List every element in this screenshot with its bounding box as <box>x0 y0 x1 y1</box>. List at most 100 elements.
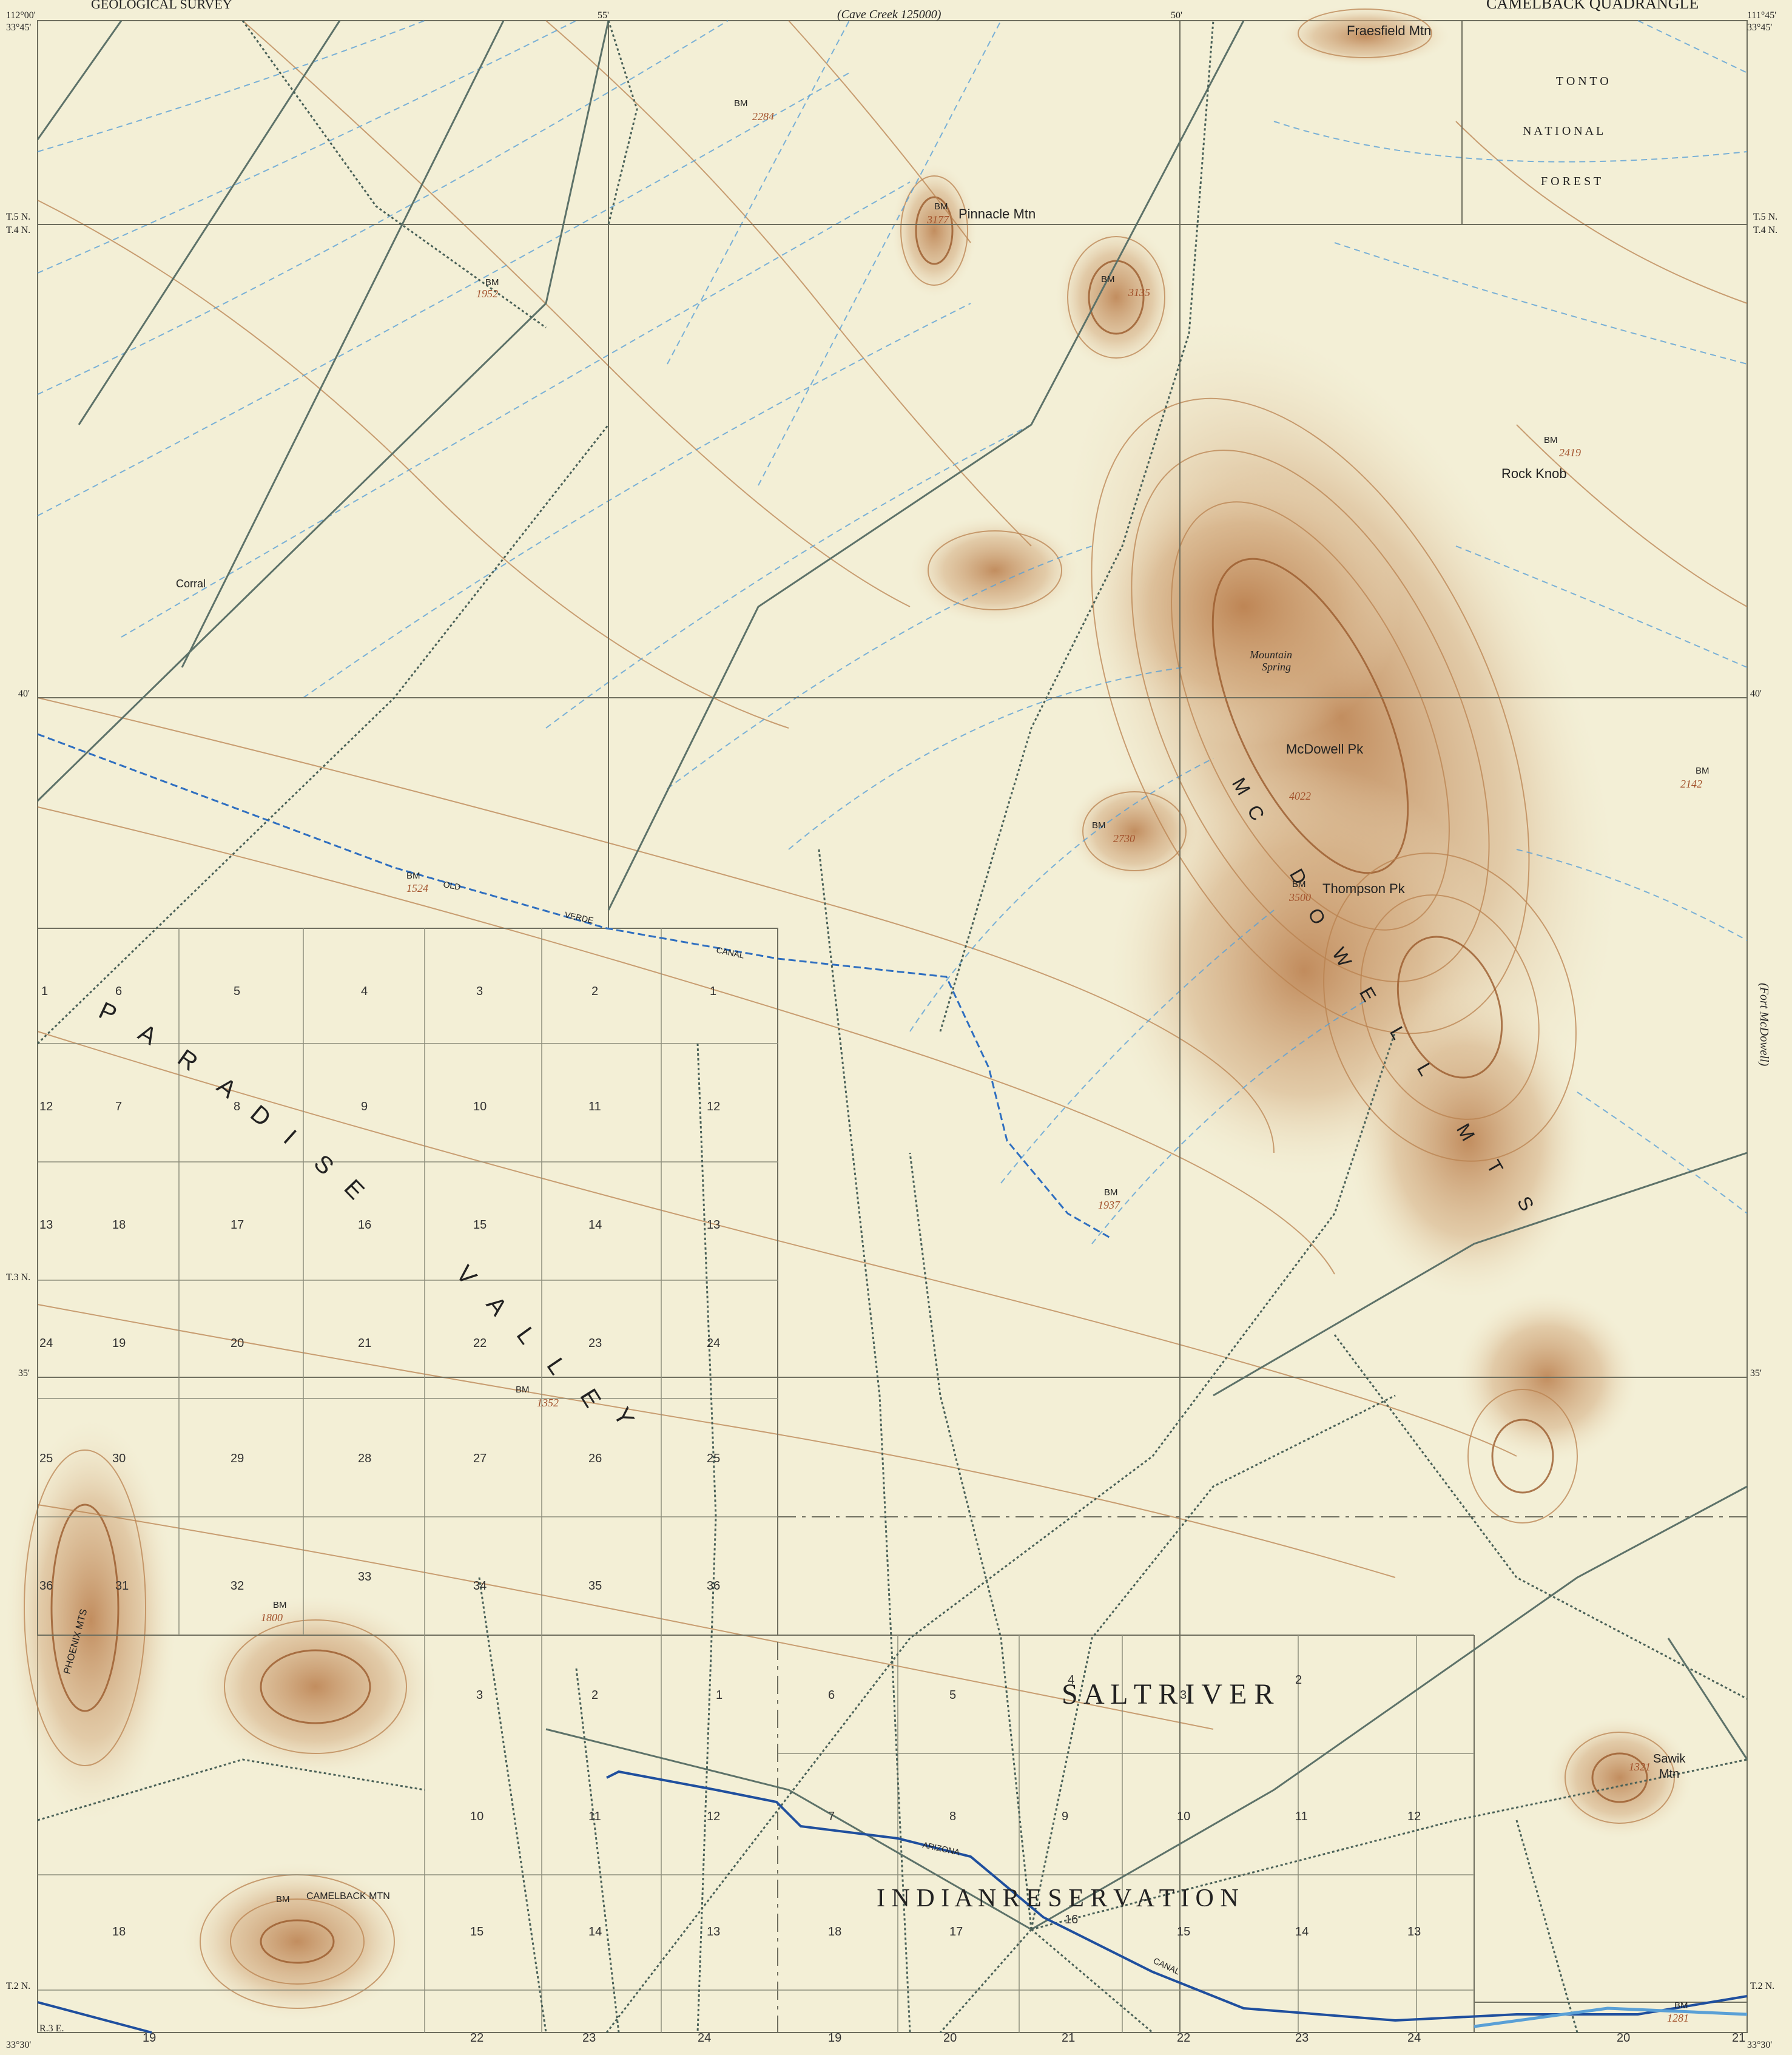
section-number: 33 <box>358 1570 371 1584</box>
benchmark-label: BM <box>1674 2000 1688 2011</box>
old-canal-label: OLD <box>442 879 461 892</box>
benchmark-elevation: 4022 <box>1289 790 1311 802</box>
benchmark-elevation: 1352 <box>537 1397 559 1409</box>
section-number: 20 <box>231 1337 244 1350</box>
section-number: 18 <box>112 1925 126 1939</box>
township-t2n-right: T.2 N. <box>1750 1981 1774 1991</box>
section-number: 36 <box>707 1579 720 1593</box>
section-number: 24 <box>1407 2031 1421 2045</box>
canals <box>37 733 1748 2034</box>
township-t2n-left: T.2 N. <box>6 1981 30 1991</box>
sawik-mtn-label: Mtn <box>1659 1767 1679 1781</box>
benchmark-label: BM <box>516 1385 530 1395</box>
section-number: 20 <box>1617 2031 1630 2045</box>
lon-label-right: 111°45' <box>1747 10 1776 21</box>
benchmark-label: BM <box>406 871 420 881</box>
section-number: 2 <box>1295 1673 1302 1687</box>
benchmark-label: BM <box>1101 274 1115 285</box>
section-number: 9 <box>361 1100 368 1113</box>
section-number: 3 <box>1180 1689 1187 1702</box>
section-number: 10 <box>473 1100 487 1113</box>
section-number: 5 <box>949 1689 956 1702</box>
section-grid <box>38 928 1474 2033</box>
section-number: 11 <box>588 1810 601 1823</box>
rock-knob-label: Rock Knob <box>1501 466 1567 481</box>
section-number: 14 <box>588 1218 602 1232</box>
benchmark-elevation: 1952 <box>476 288 498 300</box>
section-number: 19 <box>143 2031 156 2045</box>
section-number: 13 <box>707 1218 720 1232</box>
section-number: 21 <box>358 1337 371 1350</box>
section-number: 30 <box>112 1452 126 1465</box>
lat-label-bottom-left: 33°30' <box>6 2040 31 2050</box>
thompson-pk-label: Thompson Pk <box>1322 881 1406 896</box>
section-number: 7 <box>115 1100 122 1113</box>
lat-label-35-left: 35' <box>18 1368 30 1378</box>
section-number: 27 <box>473 1452 487 1465</box>
section-number: 16 <box>358 1218 371 1232</box>
section-number: 17 <box>949 1925 963 1939</box>
roads-and-trails <box>36 20 1748 2034</box>
section-number: 16 <box>1065 1913 1078 1926</box>
section-number: 21 <box>1732 2031 1745 2045</box>
section-number: 25 <box>707 1452 720 1465</box>
benchmark-elevation: 2284 <box>752 110 774 123</box>
section-number: 29 <box>231 1452 244 1465</box>
tonto-label: T O N T O <box>1556 75 1609 88</box>
section-number: 12 <box>1407 1810 1421 1823</box>
section-number: 13 <box>39 1218 53 1232</box>
pinnacle-mtn-label: Pinnacle Mtn <box>958 206 1036 221</box>
mountain-spring-label-2: Spring <box>1262 661 1291 673</box>
section-number: 15 <box>473 1218 487 1232</box>
drainage-lines <box>37 20 1748 1244</box>
section-number: 6 <box>828 1689 835 1702</box>
benchmark-label: BM <box>276 1894 290 1905</box>
section-number: 1 <box>41 985 48 998</box>
section-number: 24 <box>698 2031 711 2045</box>
section-number: 5 <box>234 985 240 998</box>
section-number: 8 <box>234 1100 240 1113</box>
section-number: 26 <box>588 1452 602 1465</box>
benchmark-label: BM <box>1696 766 1709 776</box>
section-number: 4 <box>361 985 368 998</box>
national-label: N A T I O N A L <box>1523 124 1603 138</box>
lat-label-40-right: 40' <box>1750 689 1762 699</box>
section-number: 8 <box>949 1810 956 1823</box>
section-number: 13 <box>1407 1925 1421 1939</box>
benchmark-elevation: 2730 <box>1113 832 1135 845</box>
section-number: 18 <box>112 1218 126 1232</box>
adjoining-sheet-right: (Fort McDowell) <box>1757 983 1771 1067</box>
section-number: 22 <box>473 1337 487 1350</box>
section-number: 11 <box>588 1100 601 1113</box>
benchmark-label: BM <box>1092 820 1106 831</box>
section-number: 23 <box>582 2031 596 2045</box>
section-number: 25 <box>39 1452 53 1465</box>
section-number: 10 <box>1177 1810 1190 1823</box>
section-number: 4 <box>1068 1673 1074 1687</box>
section-number: 12 <box>39 1100 53 1113</box>
section-number: 19 <box>112 1337 126 1350</box>
arizona-canal <box>606 1770 1748 2022</box>
canal-sw <box>37 2001 152 2034</box>
section-number: 17 <box>231 1218 244 1232</box>
camelback-mtn-label: CAMELBACK MTN <box>306 1891 390 1901</box>
contour-lines <box>24 8 1748 2009</box>
section-number: 6 <box>115 985 122 998</box>
section-number: 19 <box>828 2031 841 2045</box>
township-t4n-right: T.4 N. <box>1753 225 1777 235</box>
section-number: 15 <box>470 1925 483 1939</box>
section-number: 9 <box>1062 1810 1068 1823</box>
quadrangle-title: CAMELBACK QUADRANGLE <box>1486 0 1699 12</box>
section-number: 23 <box>588 1337 602 1350</box>
lat-label-top-right: 33°45' <box>1747 22 1772 33</box>
corral-label: Corral <box>176 578 206 590</box>
section-number: 1 <box>716 1689 723 1702</box>
sawik-label: Sawik <box>1653 1752 1686 1766</box>
benchmark-elevation: 3135 <box>1128 286 1150 299</box>
benchmark-label: BM <box>934 201 948 212</box>
benchmark-label: BM <box>273 1600 287 1610</box>
section-number: 3 <box>476 1689 483 1702</box>
benchmark-label: BM <box>734 98 748 109</box>
section-number: 35 <box>588 1579 602 1593</box>
township-t5n-left: T.5 N. <box>6 212 30 222</box>
